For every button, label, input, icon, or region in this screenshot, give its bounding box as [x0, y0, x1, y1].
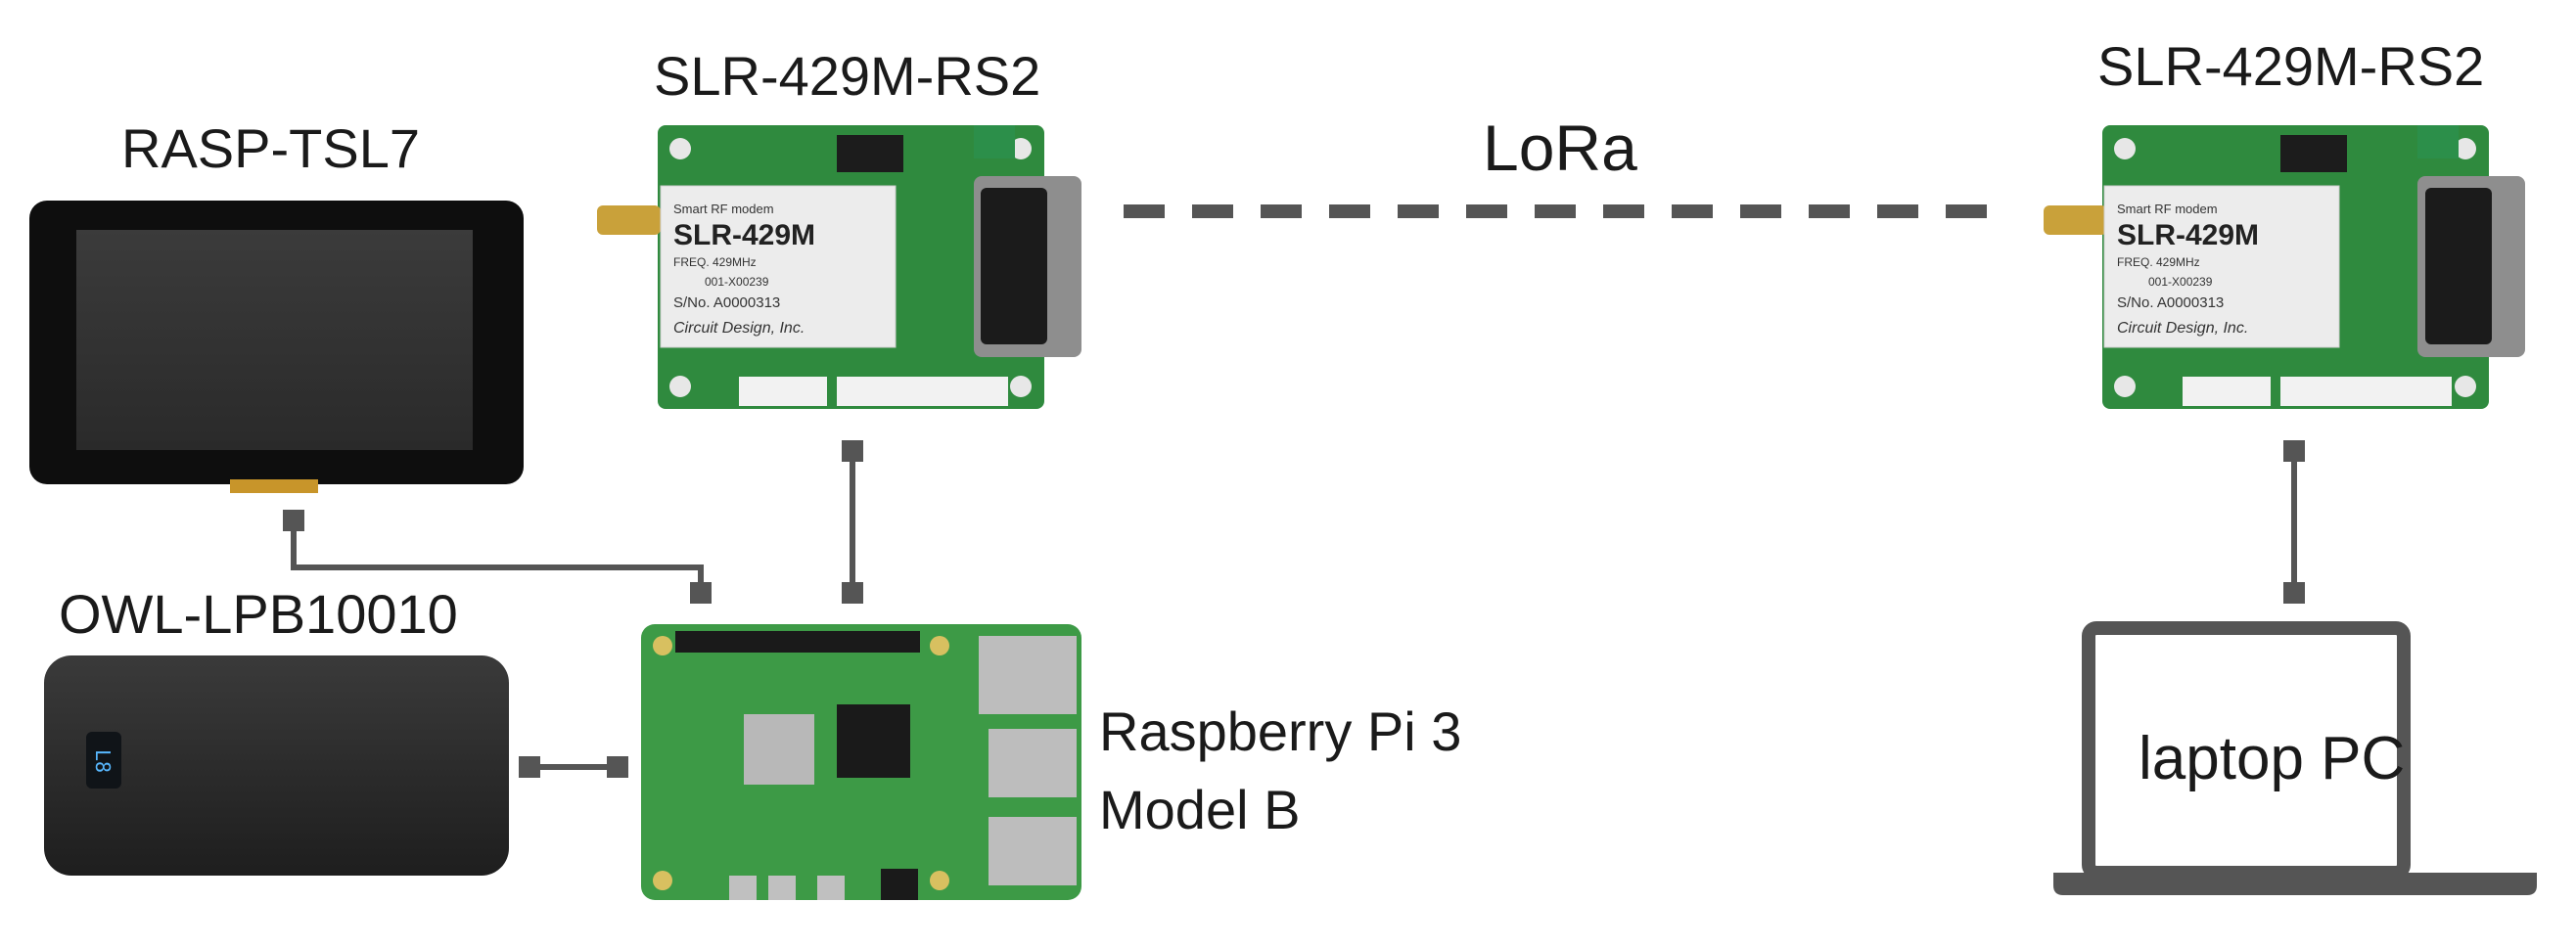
- modem-card-line5: S/No. A0000313: [673, 294, 780, 311]
- label-pi-line2: Model B: [1099, 779, 1301, 840]
- modem-card-line2: SLR-429M: [2117, 219, 2259, 251]
- laptop-pc: [2053, 621, 2537, 895]
- tablet-device: [29, 201, 524, 493]
- modem-board-left: Smart RF modem SLR-429M FREQ. 429MHz 001…: [597, 125, 1081, 409]
- modem-card-line6: Circuit Design, Inc.: [2117, 320, 2248, 337]
- raspberry-pi-board: [641, 624, 1081, 900]
- label-modem-left: SLR-429M-RS2: [654, 45, 1041, 107]
- modem-card-line2: SLR-429M: [673, 219, 815, 251]
- modem-card-line4: 001-X00239: [705, 275, 769, 289]
- label-laptop: laptop PC: [2139, 725, 2406, 792]
- modem-card-line5: S/No. A0000313: [2117, 294, 2224, 311]
- label-battery: OWL-LPB10010: [59, 583, 458, 645]
- label-modem-right: SLR-429M-RS2: [2097, 35, 2485, 97]
- connector-modem-pi: [842, 440, 863, 604]
- label-pi-line1: Raspberry Pi 3: [1099, 700, 1462, 762]
- modem-card-line1: Smart RF modem: [2117, 202, 2218, 216]
- connector-modem-laptop: [2283, 440, 2305, 604]
- connector-tablet-pi: [283, 510, 712, 604]
- label-tablet: RASP-TSL7: [121, 117, 420, 179]
- modem-card-line6: Circuit Design, Inc.: [673, 320, 805, 337]
- modem-card-line3: FREQ. 429MHz: [2117, 255, 2200, 269]
- modem-card-line1: Smart RF modem: [673, 202, 774, 216]
- connector-battery-pi: [519, 756, 628, 778]
- battery-device: L8: [44, 655, 509, 876]
- modem-board-right: Smart RF modem SLR-429M FREQ. 429MHz 001…: [2044, 125, 2525, 409]
- tablet-screen: [76, 230, 473, 450]
- svg-text:L8: L8: [91, 749, 115, 773]
- label-link: LoRa: [1483, 112, 1637, 184]
- modem-card-line4: 001-X00239: [2148, 275, 2213, 289]
- modem-card-line3: FREQ. 429MHz: [673, 255, 757, 269]
